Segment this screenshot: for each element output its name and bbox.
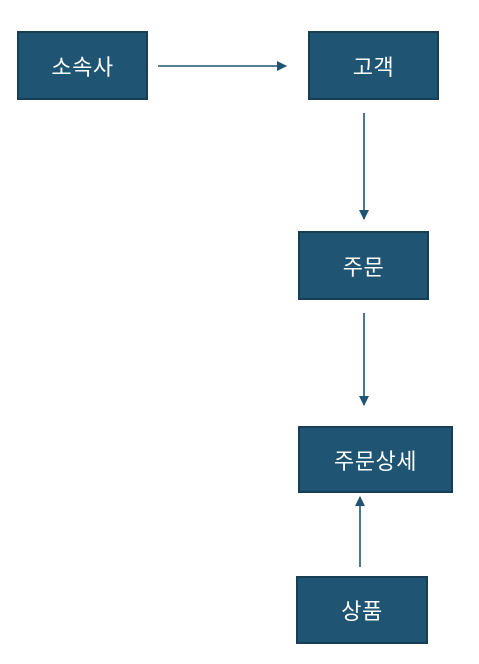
node-jumun-sangse-label: 주문상세 — [334, 449, 417, 475]
node-sangpum-label: 상품 — [341, 600, 383, 625]
node-gogaek: 고객 — [308, 31, 439, 100]
node-jumun: 주문 — [298, 231, 429, 300]
node-sosoksa-label: 소속사 — [51, 55, 114, 81]
node-sangpum: 상품 — [296, 576, 428, 644]
node-jumun-sangse: 주문상세 — [298, 426, 453, 493]
node-jumun-label: 주문 — [342, 255, 385, 281]
node-sosoksa: 소속사 — [17, 31, 148, 100]
node-gogaek-label: 고객 — [352, 55, 395, 81]
